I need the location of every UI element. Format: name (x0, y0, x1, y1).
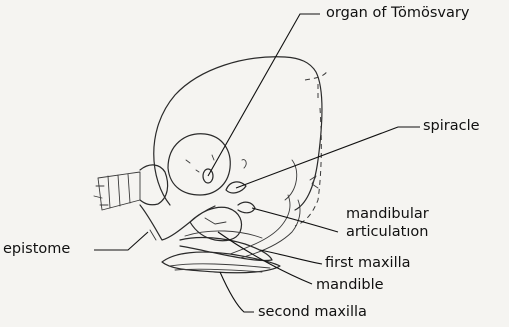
leader-organ-of-tomosvary (208, 14, 320, 176)
label-mandible: mandible (316, 278, 384, 293)
epistome-plate (140, 205, 215, 240)
leader-spiracle (236, 127, 420, 188)
label-second-maxilla: second maxilla (258, 305, 367, 320)
leader-epistome (94, 232, 148, 250)
label-epistome: epistome (3, 242, 70, 257)
label-mandibular-line1: mandibular (346, 207, 429, 222)
label-first-maxilla: first maxilla (325, 256, 411, 271)
mandibular-articulation-mark (238, 202, 255, 213)
label-spiracle: spiracle (423, 119, 480, 134)
leader-second-maxilla (220, 272, 254, 312)
antenna (94, 172, 140, 210)
label-organ-of-tomosvary: organ of Tömösvary (326, 6, 469, 21)
antenna-base (140, 165, 168, 205)
ocular-bulge (168, 134, 230, 195)
tergite-dashed-edge (295, 70, 328, 226)
label-mandibular-line2: articulatıon (346, 225, 428, 240)
